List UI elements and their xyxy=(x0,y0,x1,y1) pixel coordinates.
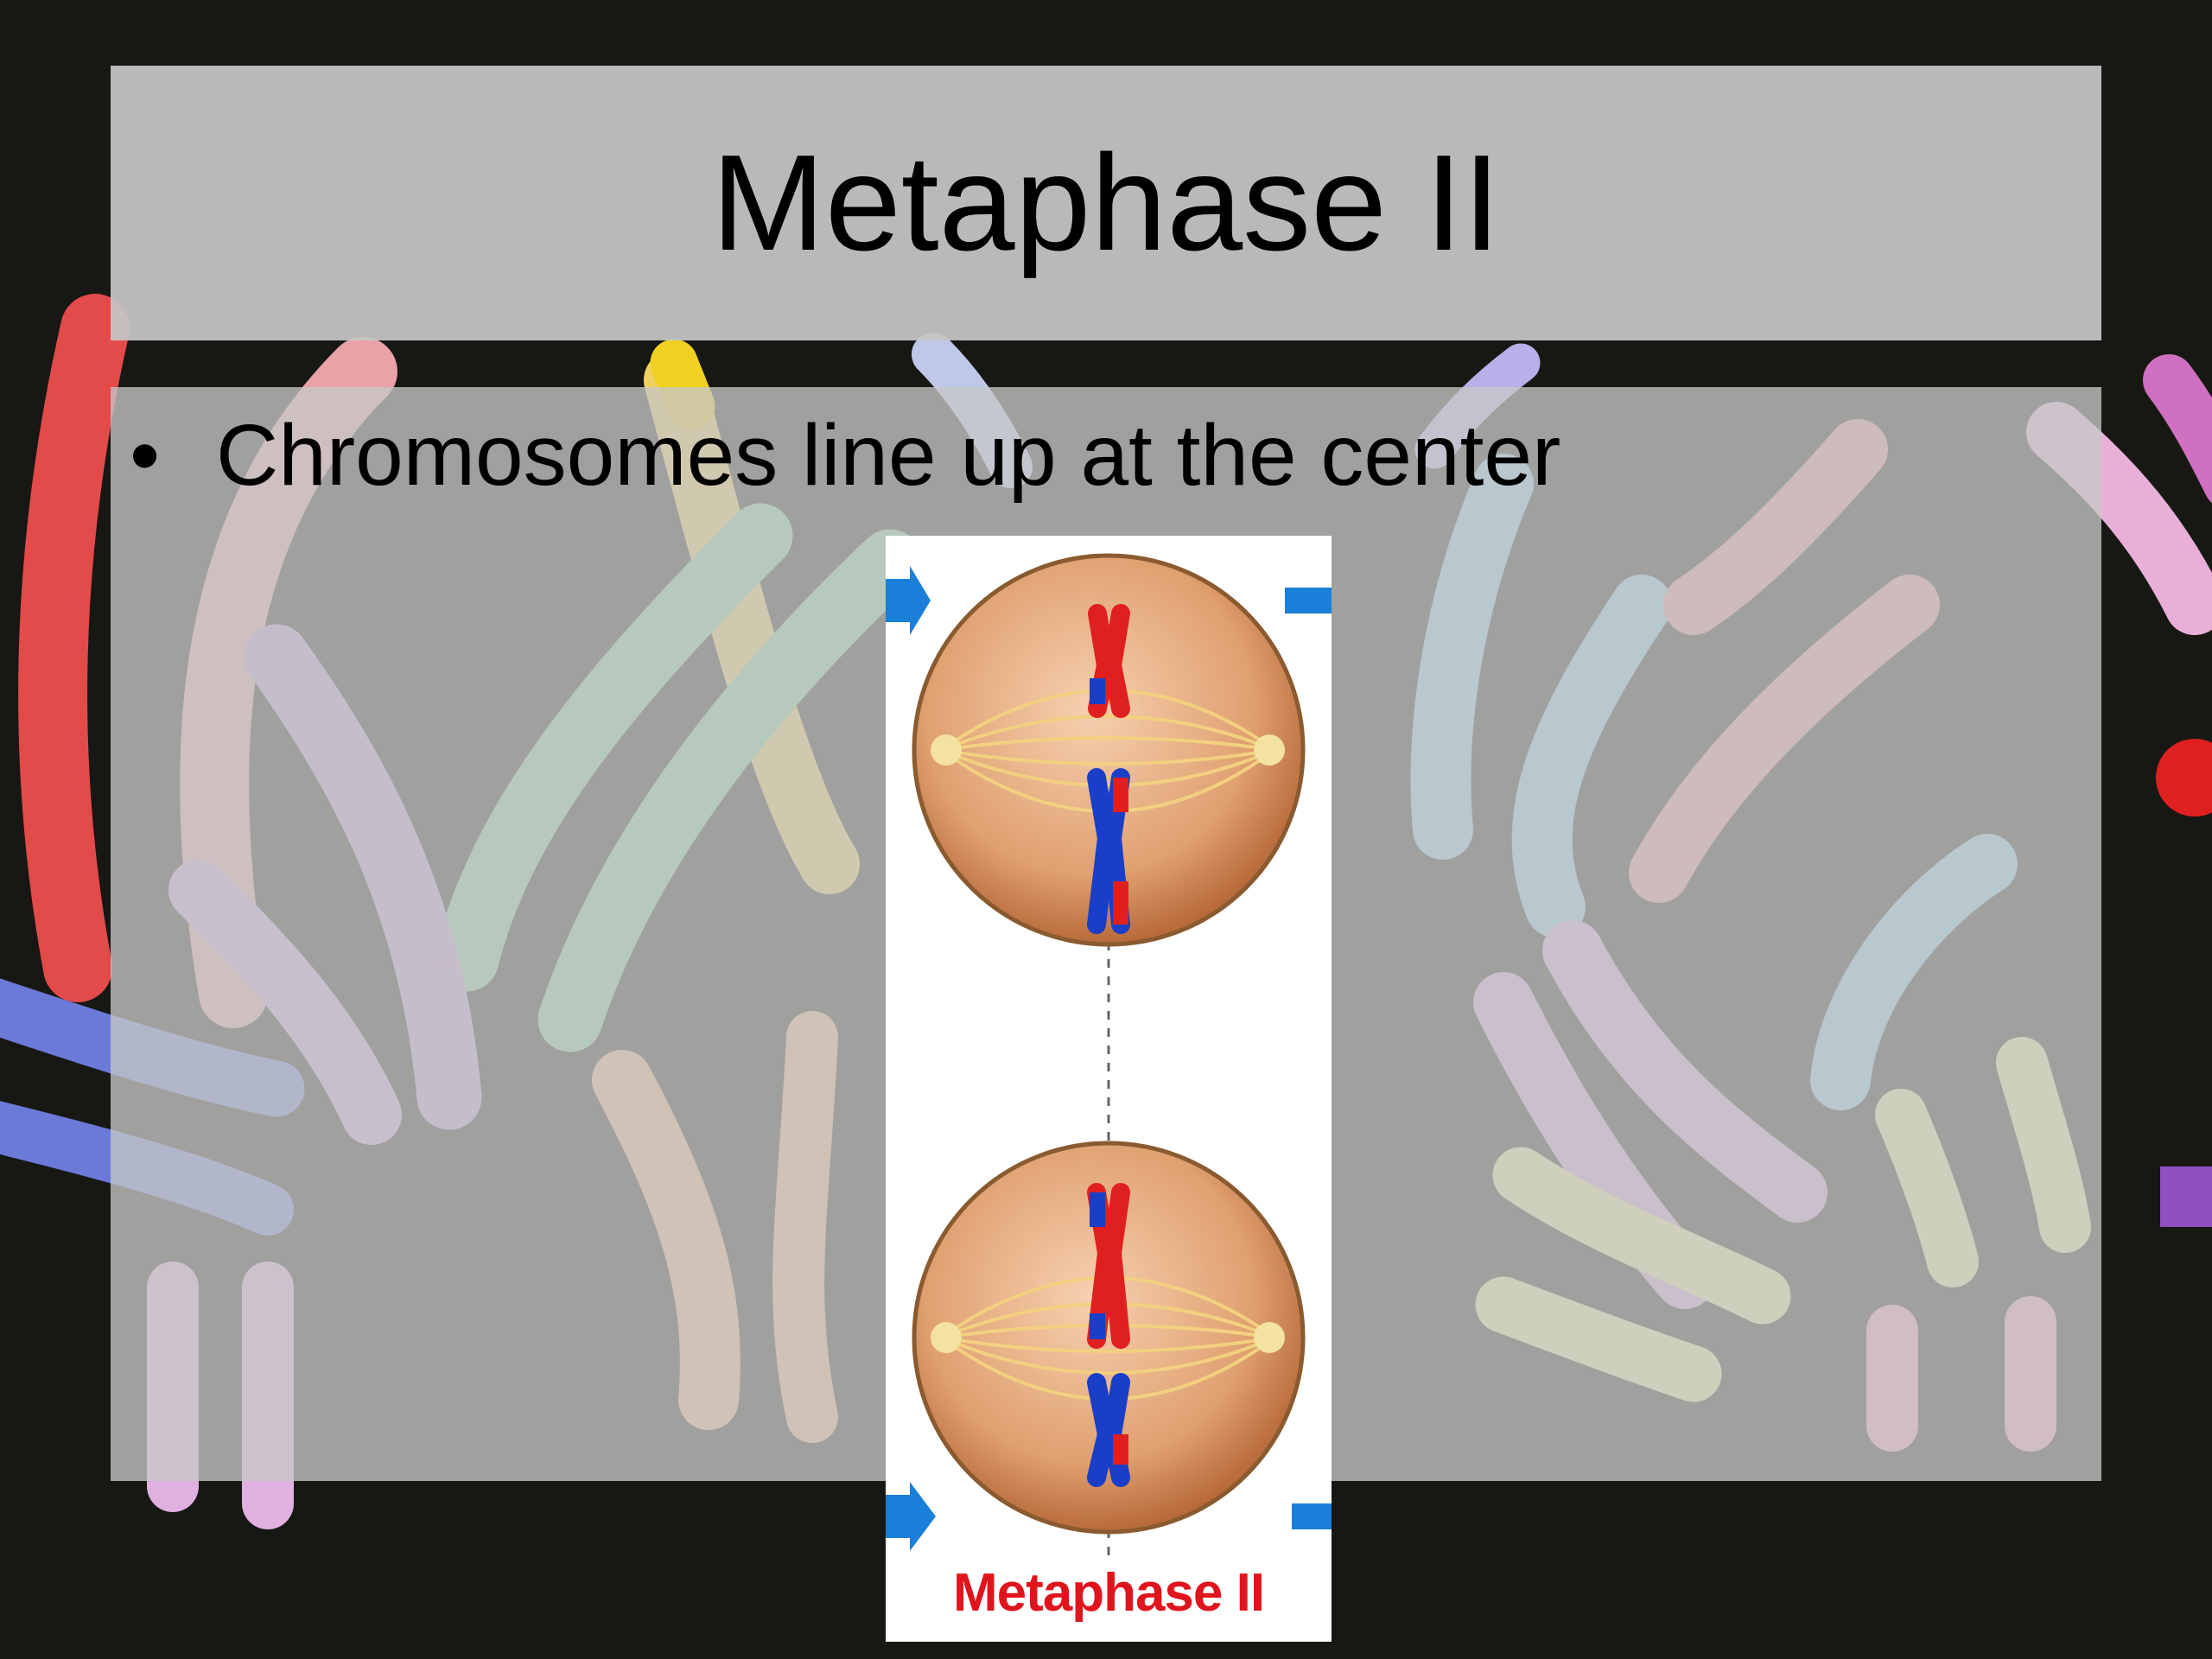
arrow-icon xyxy=(1292,1503,1332,1529)
bullet-text: Chromosomes line up at the center xyxy=(216,407,1561,504)
arrow-icon xyxy=(886,1482,936,1551)
cell-division-diagram xyxy=(886,553,1332,1555)
lower-cell xyxy=(912,1141,1306,1535)
upper-cell xyxy=(912,553,1306,947)
arrow-icon xyxy=(886,566,931,635)
bullet-item: • Chromosomes line up at the center xyxy=(130,406,1560,505)
figure-caption: Metaphase II xyxy=(952,1563,1265,1623)
bullet-marker: • xyxy=(130,407,161,504)
title-panel xyxy=(111,66,2101,340)
arrow-icon xyxy=(1285,588,1332,613)
metaphase-ii-illustration: Metaphase II xyxy=(886,536,1332,1642)
slide-title: Metaphase II xyxy=(711,126,1501,279)
